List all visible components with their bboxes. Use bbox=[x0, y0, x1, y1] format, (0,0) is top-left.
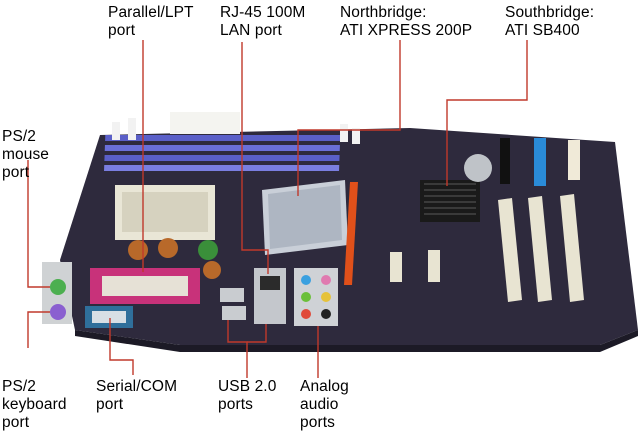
usb-ports-upper bbox=[220, 288, 244, 302]
ide-connector-blue bbox=[534, 138, 546, 186]
label-southbridge: Southbridge: ATI SB400 bbox=[505, 4, 595, 39]
floppy-connector bbox=[568, 140, 580, 180]
pci-e-x1-slots bbox=[390, 250, 440, 282]
bios-battery bbox=[464, 154, 492, 182]
label-rj45-lan-port: RJ-45 100M LAN port bbox=[220, 4, 306, 39]
callout-serial bbox=[109, 318, 134, 375]
agp-slot bbox=[344, 182, 358, 285]
callout-ps2-mouse bbox=[27, 160, 50, 288]
usb-ports-lower bbox=[222, 306, 246, 320]
ide-connector-black bbox=[500, 138, 510, 184]
dimm-slots bbox=[104, 135, 341, 171]
callout-usb bbox=[227, 320, 248, 378]
callout-southbridge bbox=[446, 40, 528, 186]
dimm-latches bbox=[112, 118, 360, 144]
audio-jack-stack bbox=[294, 268, 338, 326]
callout-rj45 bbox=[241, 42, 269, 274]
callout-ps2-keyboard bbox=[27, 311, 50, 348]
pcb-edge bbox=[75, 330, 638, 352]
ps2-keyboard-port bbox=[50, 304, 66, 320]
label-ps2-keyboard-port: PS/2 keyboard port bbox=[2, 378, 67, 431]
callout-lines bbox=[27, 40, 528, 378]
callout-northbridge bbox=[297, 40, 401, 196]
ps2-mouse-port bbox=[50, 279, 66, 295]
label-usb-ports: USB 2.0 ports bbox=[218, 378, 277, 413]
label-northbridge: Northbridge: ATI XPRESS 200P bbox=[340, 4, 473, 39]
label-audio-ports: Analog audio ports bbox=[300, 378, 349, 431]
label-parallel-port: Parallel/LPT port bbox=[108, 4, 194, 39]
label-serial-port: Serial/COM port bbox=[96, 378, 178, 413]
callout-usb-b bbox=[247, 324, 267, 343]
label-ps2-mouse-port: PS/2 mouse port bbox=[2, 128, 50, 181]
pci-slots bbox=[498, 194, 584, 302]
atx-power-connector bbox=[170, 112, 240, 134]
